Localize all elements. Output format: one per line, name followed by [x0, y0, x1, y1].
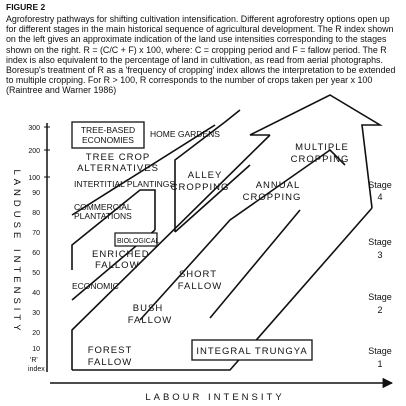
y-tick-label: 300 [28, 125, 40, 132]
integral-trungya-label: INTEGRAL TRUNGYA [196, 346, 307, 357]
alley-cropping-label: ALLEY [188, 170, 223, 181]
integral-trungya-box [191, 339, 313, 361]
short-fallow-label: FALLOW [178, 281, 223, 292]
tree-based-economies-label: TREE-BASED [81, 125, 135, 135]
intertitial-plantings-label: INTERTITIAL PLANTINGS [74, 179, 175, 189]
y-tick-label: 70 [32, 230, 40, 237]
annual-cropping-label: CROPPING [243, 192, 302, 203]
y-tick-label: 10 [32, 346, 40, 353]
y-tick-label: 100 [28, 175, 40, 182]
stage-word: Stage [368, 346, 392, 356]
diagonal-bands [71, 94, 383, 371]
forest-fallow-label: FALLOW [88, 357, 133, 368]
stage-number: 2 [377, 305, 382, 315]
biological-box [114, 232, 158, 247]
bush-fallow-label: FALLOW [128, 315, 173, 326]
stage-number: 1 [377, 359, 382, 369]
figure-number: FIGURE 2 [6, 2, 46, 12]
forest-fallow-label: FOREST [88, 345, 133, 356]
tree-based-economies-box [71, 121, 145, 149]
stage-number: 4 [377, 192, 382, 202]
multiple-cropping-label: MULTIPLE [295, 142, 349, 153]
x-axis-label: LABOUR INTENSITY [145, 392, 284, 403]
stage-word: Stage [368, 237, 392, 247]
stage-number: 3 [377, 250, 382, 260]
tree-based-economies-label: ECONOMIES [82, 135, 134, 145]
home-gardens-label: HOME GARDENS [150, 129, 220, 139]
tree-crop-alternatives-label: ALTERNATIVES [77, 163, 159, 174]
economic-label: ECONOMIC [72, 281, 119, 291]
y-tick-marks [44, 126, 50, 178]
y-ticks: 300 200 100 90 80 70 60 50 40 30 20 10 [28, 125, 40, 353]
y-tick-label: 90 [32, 190, 40, 197]
r-index-label: index [28, 366, 45, 373]
y-tick-label: 40 [32, 290, 40, 297]
stage-word: Stage [368, 180, 392, 190]
short-fallow-label: SHORT [179, 269, 217, 280]
y-tick-label: 30 [32, 310, 40, 317]
y-tick-label: 200 [28, 148, 40, 155]
y-tick-label: 60 [32, 250, 40, 257]
figure-caption: Agroforestry pathways for shifting culti… [6, 14, 396, 96]
stage-labels: Stage 4 Stage 3 Stage 2 Stage 1 [368, 180, 392, 369]
y-tick-label: 50 [32, 270, 40, 277]
multiple-cropping-label: CROPPING [291, 154, 350, 165]
y-tick-label: 80 [32, 210, 40, 217]
y-tick-label: 20 [32, 330, 40, 337]
r-index-label: 'R' [30, 357, 38, 364]
enriched-fallow-label: FALLOW [95, 260, 140, 271]
tree-crop-alternatives-label: TREE CROP [86, 152, 150, 163]
annual-cropping-label: ANNUAL [256, 180, 301, 191]
commercial-plantations-label: COMMERCIAL [74, 202, 132, 212]
commercial-plantations-label: PLANTATIONS [74, 211, 132, 221]
enriched-fallow-label: ENRICHED [92, 249, 150, 260]
y-axis-label: LANDUSE INTENSITY [11, 169, 22, 334]
alley-cropping-label: CROPPING [171, 182, 230, 193]
bush-fallow-label: BUSH [133, 303, 163, 314]
biological-label: BIOLOGICAL [117, 238, 160, 245]
stage-word: Stage [368, 292, 392, 302]
